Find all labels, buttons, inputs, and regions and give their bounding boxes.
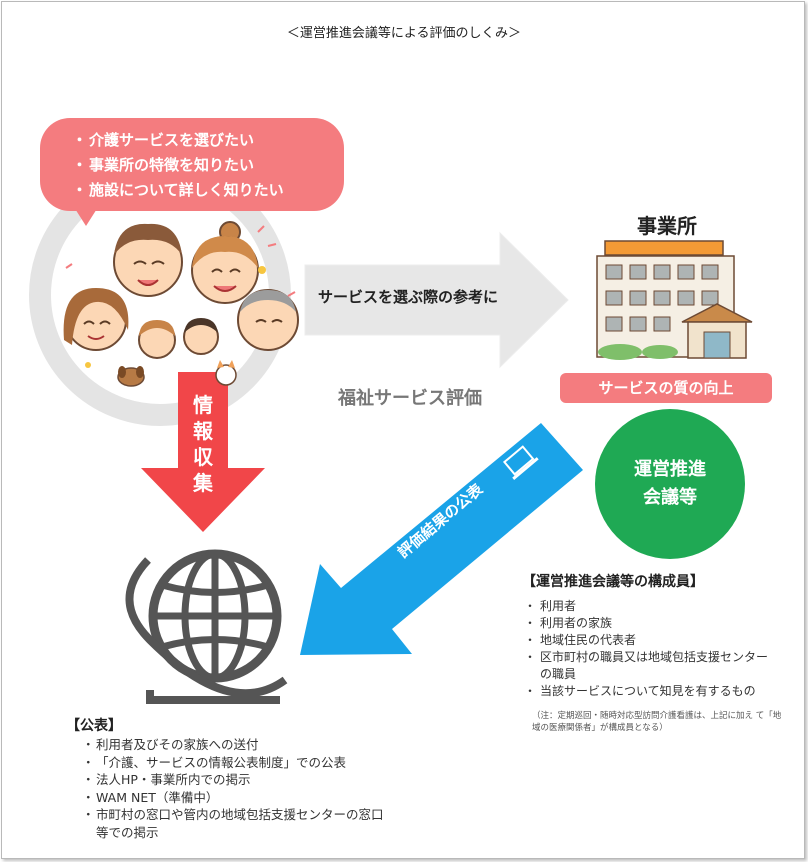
info-collection-label: 情 報 収 集 bbox=[190, 392, 216, 496]
people-group-icon bbox=[63, 221, 299, 368]
cat-icon bbox=[215, 360, 237, 386]
collect-char: 情 bbox=[193, 393, 213, 417]
member-item: 当該サービスについて知見を有するもの bbox=[524, 683, 804, 700]
page-title: ＜運営推進会議等による評価のしくみ＞ bbox=[286, 26, 522, 41]
globe-icon bbox=[125, 549, 288, 704]
collect-char: 集 bbox=[193, 471, 213, 495]
building-icon bbox=[596, 240, 753, 360]
member-item: 利用者の家族 bbox=[524, 615, 804, 632]
member-item: 区市町村の職員又は地域包括支援センターの職員 bbox=[524, 649, 770, 683]
members-heading: 【運営推進会議等の構成員】 bbox=[522, 574, 704, 590]
publish-arrow bbox=[300, 423, 583, 655]
gray-arrow bbox=[304, 231, 569, 369]
dog-icon bbox=[117, 366, 145, 387]
need-item: 事業所の特徴を知りたい bbox=[72, 153, 344, 178]
needs-bubble: 介護サービスを選びたい 事業所の特徴を知りたい 施設について詳しく知りたい bbox=[40, 118, 344, 211]
publication-item: 法人HP・事業所内での掲示 bbox=[82, 771, 402, 789]
publication-list: 利用者及びその家族への送付 「介護、サービスの情報公表制度」での公表 法人HP・… bbox=[82, 736, 402, 841]
need-item: 施設について詳しく知りたい bbox=[72, 178, 344, 203]
collect-char: 収 bbox=[193, 445, 213, 469]
publication-item: 利用者及びその家族への送付 bbox=[82, 736, 402, 754]
reference-arrow-label: サービスを選ぶ際の参考に bbox=[318, 288, 499, 306]
members-list: 利用者 利用者の家族 地域住民の代表者 区市町村の職員又は地域包括支援センターの… bbox=[524, 598, 804, 700]
office-title: 事業所 bbox=[637, 214, 697, 238]
member-item: 利用者 bbox=[524, 598, 804, 615]
publication-item: 市町村の窓口や管内の地域包括支援センターの窓口等での掲示 bbox=[82, 806, 386, 841]
publication-heading: 【公表】 bbox=[66, 718, 122, 734]
collect-char: 報 bbox=[193, 419, 213, 443]
publication-item: 「介護、サービスの情報公表制度」での公表 bbox=[82, 754, 402, 772]
members-note: （注：定期巡回・随時対応型訪問介護看護は、上記に加え て「地域の医療関係者」が構… bbox=[532, 711, 782, 733]
needs-bubble-tail bbox=[72, 204, 100, 226]
quality-improvement-badge: サービスの質の向上 bbox=[560, 373, 772, 403]
member-item: 地域住民の代表者 bbox=[524, 632, 804, 649]
council-label-line1: 運営推進 bbox=[634, 459, 706, 480]
need-item: 介護サービスを選びたい bbox=[72, 128, 344, 153]
welfare-evaluation-label: 福祉サービス評価 bbox=[338, 388, 482, 409]
needs-list: 介護サービスを選びたい 事業所の特徴を知りたい 施設について詳しく知りたい bbox=[40, 118, 344, 203]
council-circle: 運営推進 会議等 bbox=[595, 409, 745, 559]
info-collection-arrow bbox=[141, 372, 265, 532]
publication-item: WAM NET（準備中） bbox=[82, 789, 402, 807]
council-label-line2: 会議等 bbox=[643, 487, 697, 508]
laptop-icon bbox=[502, 445, 539, 480]
